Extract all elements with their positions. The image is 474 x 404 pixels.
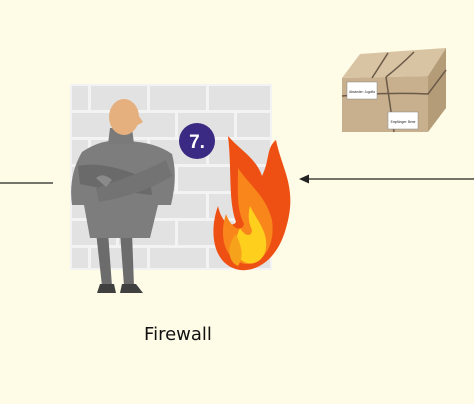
step-badge-label: 7. [189,132,205,153]
diagram-caption: Firewall [144,324,212,345]
package-sender-label: Absender: Jugoffa [349,90,375,94]
package-icon: Absender: Jugoffa Empfänger: Bene [341,48,447,133]
guard-person-icon [71,99,175,293]
incoming-arrow-icon [299,174,474,184]
flame-icon [213,136,291,271]
step-badge: 7. [179,123,215,159]
package-recipient-label: Empfänger: Bene [391,120,416,124]
